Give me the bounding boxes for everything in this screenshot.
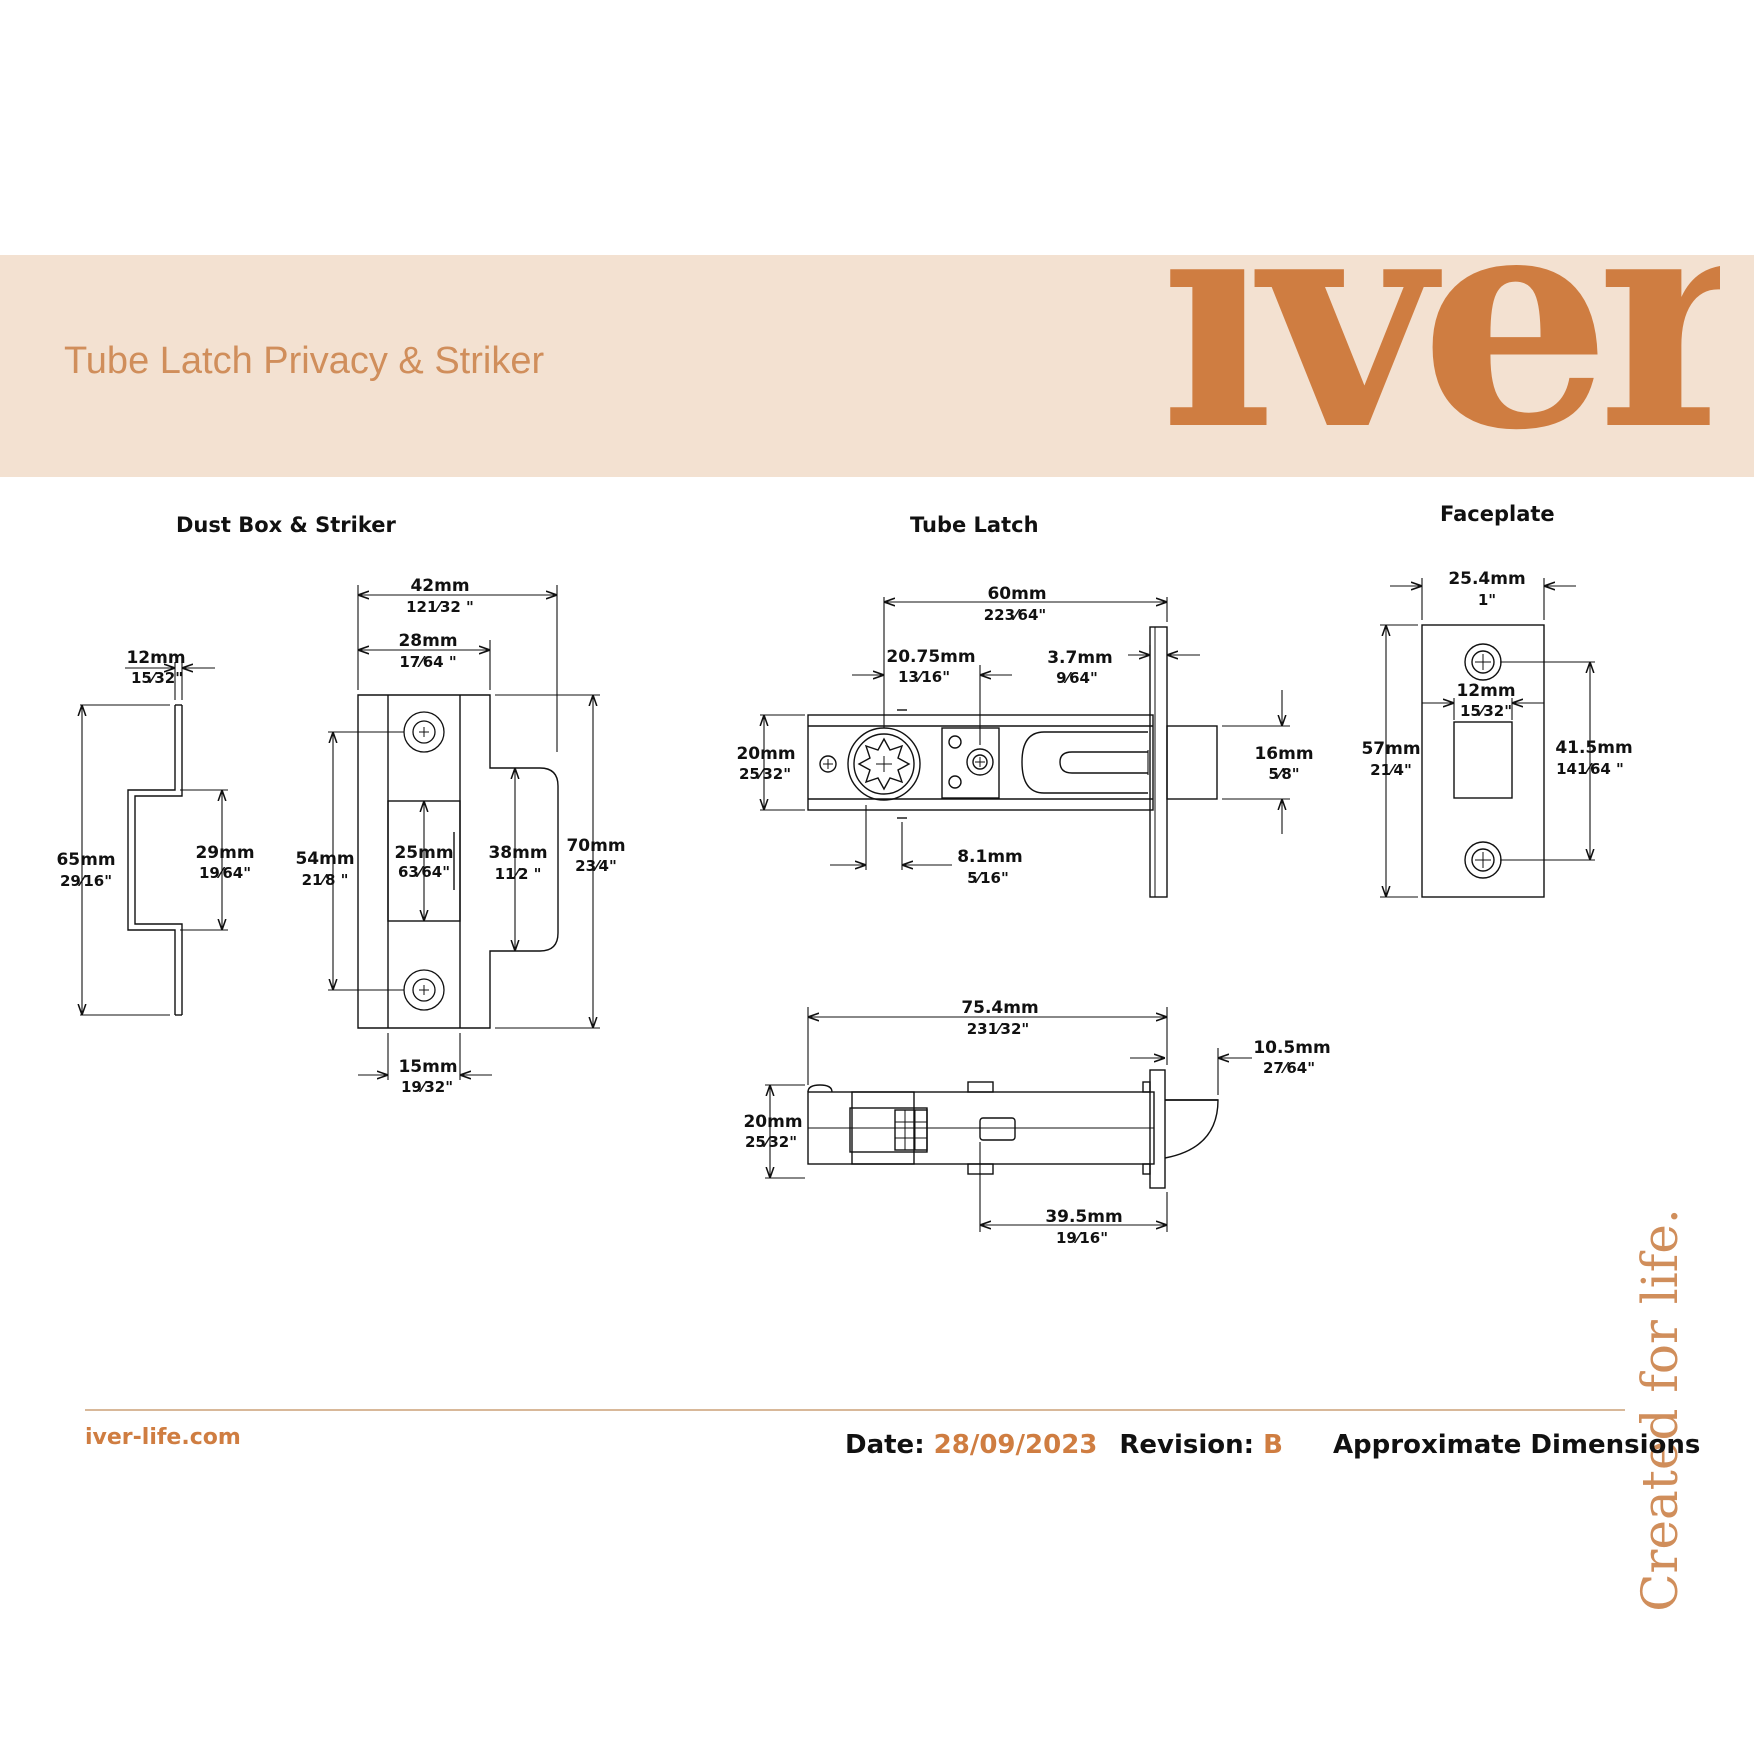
- dim-latch-spindle-to-privacy-mm: 20.75mm: [886, 647, 975, 667]
- striker-drawing: [357, 694, 559, 1029]
- page-title: Tube Latch Privacy & Striker: [64, 340, 545, 382]
- dim-latch-backset-in: 223⁄64": [984, 606, 1047, 624]
- date-value: 28/09/2023: [933, 1430, 1098, 1460]
- dim-faceplate-hole-centres-in: 141⁄64 ": [1556, 760, 1624, 778]
- tube-latch-front-dimension-lines: [760, 597, 1290, 870]
- dimension-labels: 12mm 15⁄32" 65mm 29⁄16" 29mm 19⁄64" 42mm…: [56, 569, 1632, 1247]
- section-title-dust-box-striker: Dust Box & Striker: [176, 513, 396, 537]
- dim-latch-faceplate-thickness-mm: 3.7mm: [1047, 648, 1113, 668]
- dim-dust-width-in: 15⁄32": [131, 669, 183, 687]
- tube-latch-side-dimension-lines: [765, 1007, 1252, 1232]
- dim-striker-opening-width-mm: 15mm: [398, 1057, 457, 1077]
- dim-striker-inner-width-in: 17⁄64 ": [399, 653, 456, 671]
- dim-striker-lip-mm: 38mm: [488, 843, 547, 863]
- dim-striker-width-in: 121⁄32 ": [406, 598, 474, 616]
- dim-faceplate-slot-width-mm: 12mm: [1456, 681, 1515, 701]
- dim-latch-side-length-in: 19⁄16": [1056, 1229, 1108, 1247]
- dim-latch-overall-length-mm: 75.4mm: [961, 998, 1038, 1018]
- dust-box-dimension-lines: [80, 662, 228, 1016]
- dust-box-drawing: [127, 704, 183, 1016]
- dim-striker-hole-centres-in: 21⁄8 ": [302, 871, 349, 889]
- dim-striker-inner-width-mm: 28mm: [398, 631, 457, 651]
- tube-latch-side-drawing: [807, 1069, 1219, 1189]
- dim-faceplate-width-in: 1": [1478, 591, 1496, 609]
- dim-latch-side-length-mm: 39.5mm: [1045, 1207, 1122, 1227]
- dim-latch-spindle-size-mm: 8.1mm: [957, 847, 1023, 867]
- dim-latch-overall-length-in: 231⁄32": [967, 1020, 1030, 1038]
- dim-dust-box-height-in: 19⁄64": [199, 864, 251, 882]
- revision-label: Revision:: [1119, 1430, 1255, 1460]
- faceplate-drawing: [1421, 624, 1545, 898]
- dim-striker-width-mm: 42mm: [410, 576, 469, 596]
- dim-striker-opening-mm: 25mm: [394, 843, 453, 863]
- dim-latch-side-height-mm: 20mm: [743, 1112, 802, 1132]
- dim-latch-faceplate-thickness-in: 9⁄64": [1056, 669, 1098, 687]
- website-url[interactable]: iver-life.com: [85, 1425, 241, 1450]
- dim-dust-box-height-mm: 29mm: [195, 843, 254, 863]
- brand-logo-text: iver: [1160, 262, 1720, 477]
- header-banner: [0, 255, 1754, 477]
- dim-faceplate-width-mm: 25.4mm: [1448, 569, 1525, 589]
- dim-dust-height-in: 29⁄16": [60, 872, 112, 890]
- dim-latch-bolt-projection-in: 27⁄64": [1263, 1059, 1315, 1077]
- dim-striker-lip-in: 11⁄2 ": [495, 865, 542, 883]
- section-title-faceplate: Faceplate: [1440, 502, 1555, 526]
- footer-info: Date: 28/09/2023 Revision: B Approximate D…: [845, 1430, 1700, 1460]
- dim-latch-spindle-to-privacy-in: 13⁄16": [898, 668, 950, 686]
- dim-faceplate-height-mm: 57mm: [1361, 739, 1420, 759]
- revision-value: B: [1263, 1430, 1283, 1460]
- striker-dimension-lines: [328, 585, 600, 1080]
- dim-striker-hole-centres-mm: 54mm: [295, 849, 354, 869]
- tube-latch-front-drawing: [807, 626, 1218, 898]
- dim-dust-width-mm: 12mm: [126, 648, 185, 668]
- date-label: Date:: [845, 1430, 925, 1460]
- footer-divider: [85, 1409, 1625, 1411]
- brand-slogan: Created for life.: [1631, 1208, 1689, 1612]
- dim-striker-opening-in: 63⁄64": [398, 863, 450, 881]
- dim-faceplate-hole-centres-mm: 41.5mm: [1555, 738, 1632, 758]
- dim-latch-bolt-height-in: 5⁄8": [1268, 765, 1299, 783]
- dim-dust-height-mm: 65mm: [56, 850, 115, 870]
- dim-latch-body-height-in: 25⁄32": [739, 765, 791, 783]
- section-title-tube-latch: Tube Latch: [910, 513, 1039, 537]
- faceplate-dimension-lines: [1380, 578, 1595, 898]
- dim-latch-backset-mm: 60mm: [987, 584, 1046, 604]
- dim-latch-spindle-size-in: 5⁄16": [967, 869, 1009, 887]
- dim-faceplate-height-in: 21⁄4": [1370, 761, 1412, 779]
- dim-striker-opening-width-in: 19⁄32": [401, 1078, 453, 1096]
- dim-striker-height-mm: 70mm: [566, 836, 625, 856]
- dim-striker-height-in: 23⁄4": [575, 857, 617, 875]
- dim-latch-body-height-mm: 20mm: [736, 744, 795, 764]
- dimensions-note: Approximate Dimensions: [1332, 1430, 1701, 1460]
- brand-logo: iver: [1160, 262, 1720, 477]
- dim-faceplate-slot-width-in: 15⁄32": [1460, 702, 1512, 720]
- dim-latch-side-height-in: 25⁄32": [745, 1133, 797, 1151]
- dim-latch-bolt-height-mm: 16mm: [1254, 744, 1313, 764]
- dim-latch-bolt-projection-mm: 10.5mm: [1253, 1038, 1330, 1058]
